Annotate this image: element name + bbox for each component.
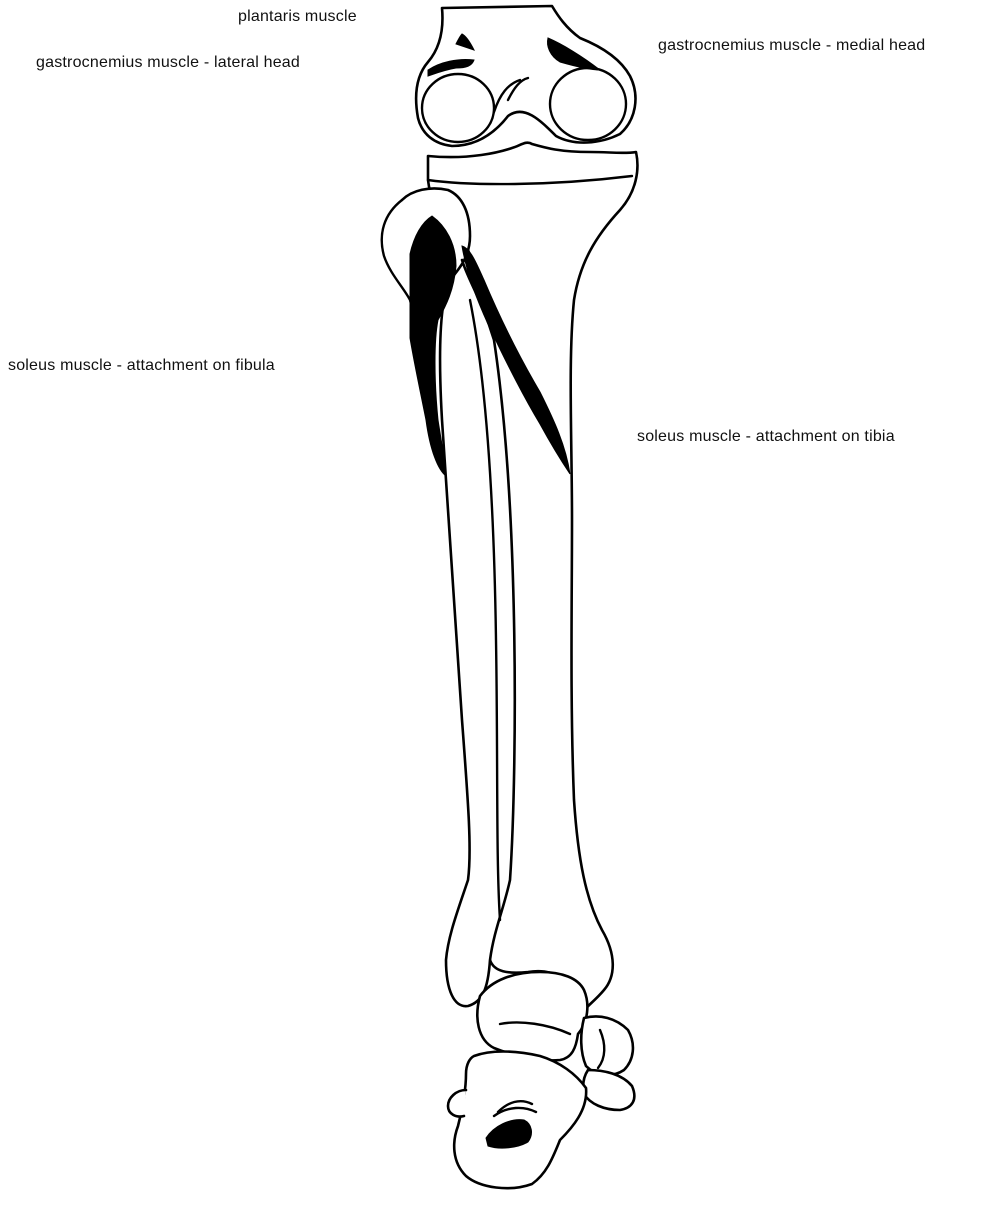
foot-bones <box>448 972 634 1188</box>
label-plantaris-muscle: plantaris muscle <box>238 8 357 26</box>
label-soleus-tibia-attachment: soleus muscle - attachment on tibia <box>637 428 895 446</box>
label-gastrocnemius-lateral-head: gastrocnemius muscle - lateral head <box>36 54 300 72</box>
femur <box>416 6 635 146</box>
label-soleus-fibula-attachment: soleus muscle - attachment on fibula <box>8 357 275 375</box>
label-gastrocnemius-medial-head: gastrocnemius muscle - medial head <box>658 37 925 55</box>
